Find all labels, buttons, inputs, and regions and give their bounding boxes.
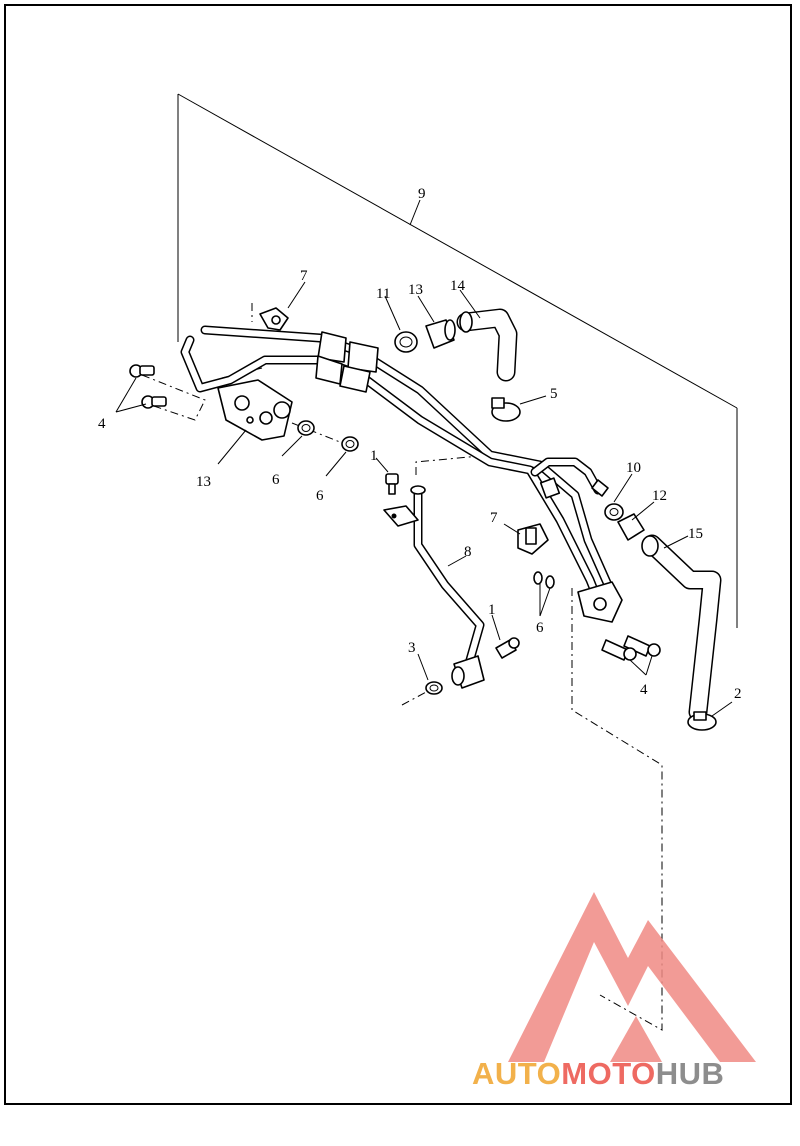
clip-7-upper xyxy=(259,307,289,331)
screw-4-left xyxy=(129,364,167,409)
callout-3: 3 xyxy=(408,640,416,656)
callout-4-right: 4 xyxy=(640,682,648,698)
callout-11: 11 xyxy=(376,286,390,302)
automotohub-wordmark: AUTOMOTOHUB xyxy=(472,1058,724,1089)
brand-moto: MOTO xyxy=(561,1056,656,1091)
callout-15: 15 xyxy=(688,526,703,542)
sleeve-13-upper xyxy=(425,319,456,349)
screw-4-right xyxy=(601,635,661,661)
callout-5: 5 xyxy=(550,386,558,402)
hose-14 xyxy=(456,308,518,382)
sleeve-12 xyxy=(617,513,645,541)
callout-13-upper: 13 xyxy=(408,282,423,298)
callout-13-lower: 13 xyxy=(196,474,211,490)
hose-15 xyxy=(641,534,722,722)
callout-6-b: 6 xyxy=(316,488,324,504)
o-ring-3 xyxy=(425,681,443,695)
o-rings-6 xyxy=(297,420,555,589)
tube-8 xyxy=(383,485,485,689)
callout-4-left: 4 xyxy=(98,416,106,432)
connector-10 xyxy=(591,479,624,521)
brand-auto: AUTO xyxy=(472,1056,562,1091)
drawing-frame xyxy=(4,4,792,1105)
callout-8: 8 xyxy=(464,544,472,560)
screw-1-lower xyxy=(495,637,520,659)
callout-10: 10 xyxy=(626,460,641,476)
rear-flange xyxy=(577,581,623,623)
callout-9: 9 xyxy=(418,186,426,202)
clamp-2 xyxy=(687,711,717,731)
callout-12: 12 xyxy=(652,488,667,504)
clip-7-lower xyxy=(517,523,549,555)
automotohub-logo-icon xyxy=(508,892,756,1062)
callout-7-lower: 7 xyxy=(490,510,498,526)
callout-1-upper: 1 xyxy=(370,448,378,464)
callout-14: 14 xyxy=(450,278,466,294)
callout-6-a: 6 xyxy=(272,472,280,488)
clamp-5 xyxy=(491,397,521,422)
callout-1-lower: 1 xyxy=(488,602,496,618)
callout-6-c: 6 xyxy=(536,620,544,636)
callouts: 9 7 11 13 14 5 4 13 6 6 1 10 12 15 7 8 6… xyxy=(98,186,742,702)
callout-7-upper: 7 xyxy=(300,268,308,284)
brand-hub: HUB xyxy=(655,1056,725,1091)
screw-1-upper xyxy=(385,473,399,495)
leader-lines xyxy=(115,199,733,717)
ring-11 xyxy=(394,331,418,353)
oil-cooler-lines xyxy=(180,325,615,610)
assembly-bracket xyxy=(177,93,738,628)
front-flange xyxy=(217,379,293,441)
callout-2: 2 xyxy=(734,686,742,702)
